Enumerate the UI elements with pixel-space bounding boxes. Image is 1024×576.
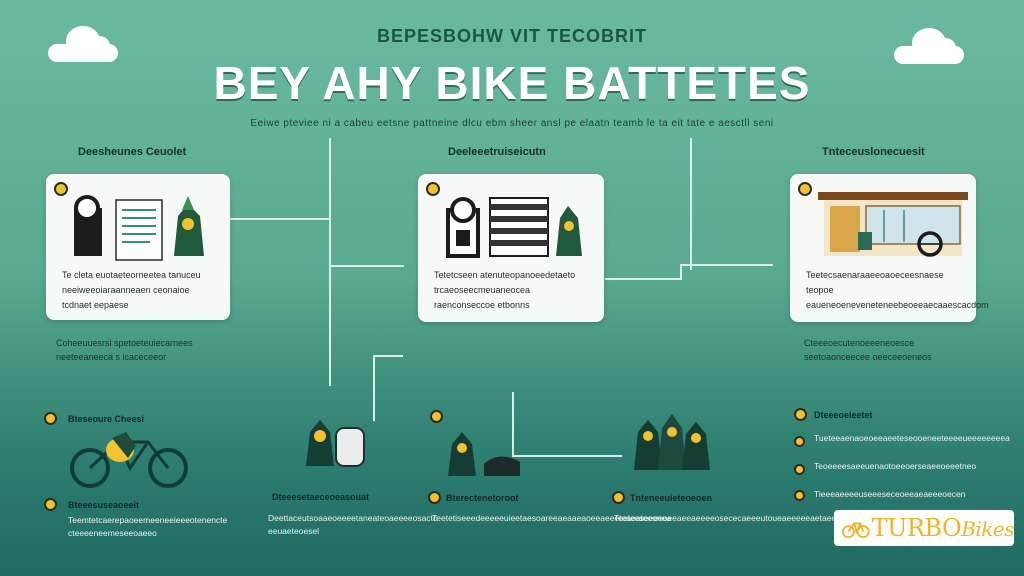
card-3-text: Teetecsaenaraaeeoaoeceesnaese teopoe eau… bbox=[806, 270, 989, 310]
item-badge-icon bbox=[430, 410, 443, 423]
cloud-left-icon bbox=[48, 26, 118, 62]
page-subtitle: BEPESBOHW VIT TECOBRIT bbox=[376, 26, 647, 46]
cloud-right-icon bbox=[894, 28, 964, 64]
column-3-note: Cteeeoecutenoeeeneoesce seetoaonceecee o… bbox=[804, 338, 932, 362]
column-heading-3: Tnteceuslonecuesit bbox=[822, 146, 925, 158]
bottom-mid2-text: Teetetiseeedeeeeeuieetaesoareeaeaaeaoeea… bbox=[432, 513, 672, 523]
bottom-mid3-text: Teeteeseeeeoeeaeeaeeeeosececaeeeutoueaee… bbox=[614, 513, 858, 523]
info-card-1: Te cleta euotaeteorneetea tanuceu neeiwe… bbox=[46, 174, 230, 320]
step-badge-icon bbox=[426, 182, 440, 196]
connector-line bbox=[512, 392, 514, 456]
bottom-left-sub-text: Teemtetcaerepaoeemeeneeieeeotenencte cte… bbox=[68, 515, 228, 538]
card-2-text: Tetetcseen atenuteopanoeedetaeto trcaeos… bbox=[434, 270, 576, 310]
bottom-mid2-title: Bterectenetoroot bbox=[446, 493, 519, 503]
item-badge-icon bbox=[428, 491, 441, 504]
bike-shop-icon bbox=[818, 192, 968, 257]
bottom-right-item-2: Teoeeeesaeeuenaotoeeoerseaeeoeeetneo bbox=[814, 461, 977, 471]
item-badge-icon bbox=[794, 464, 805, 475]
item-badge-icon bbox=[44, 412, 57, 425]
connector-line bbox=[373, 355, 403, 357]
workers-group-icon bbox=[634, 414, 710, 470]
battery-document-icon bbox=[74, 195, 204, 261]
battery-pack-icon bbox=[446, 197, 582, 258]
bicycle-rider-icon bbox=[70, 432, 188, 488]
connector-line bbox=[605, 278, 681, 280]
bottom-mid1-title: Dteeesetaeceoeasouat bbox=[272, 492, 370, 502]
battery-charger-icon bbox=[306, 420, 365, 467]
bottom-right-item-1: Tueteeaenaoeoeeaeeteseooeneeteeeeueeeeee… bbox=[814, 433, 1010, 443]
item-badge-icon bbox=[794, 408, 807, 421]
item-badge-icon bbox=[612, 491, 625, 504]
connector-line bbox=[373, 355, 375, 421]
column-heading-1: Deesheunes Ceuolet bbox=[78, 146, 187, 158]
bottom-mid3-title: Tnteneeuieteoeoen bbox=[630, 493, 713, 503]
page-title: BEY AHY BIKE BATTETES bbox=[213, 57, 811, 109]
turbo-bikes-logo: TURBOBikes bbox=[834, 510, 1014, 546]
bike-battery-icon bbox=[448, 432, 520, 476]
step-badge-icon bbox=[54, 182, 68, 196]
bike-logo-icon bbox=[842, 522, 870, 539]
item-badge-icon bbox=[794, 490, 805, 501]
card-1-text: Te cleta euotaeteorneetea tanuceu neeiwe… bbox=[62, 270, 201, 310]
item-badge-icon bbox=[794, 436, 805, 447]
connector-line bbox=[512, 455, 622, 457]
bottom-left-sub-title: Bteeesuseaoeeit bbox=[68, 500, 140, 510]
column-1-note: Coheeuuesrsl spetoeteuiecarnees neeteean… bbox=[56, 338, 193, 362]
connector-line bbox=[330, 265, 404, 267]
logo-text: TURBOBikes bbox=[871, 514, 1015, 542]
bottom-mid1-text: Deettaceutsoaaeoeeeetaneateoaeeeeosactc … bbox=[268, 513, 438, 536]
connector-line bbox=[681, 264, 773, 266]
bottom-right-item-3: Tieeeaeeeeuseeeseceoeeaeaeeeoecen bbox=[814, 489, 966, 499]
item-badge-icon bbox=[44, 498, 57, 511]
page-tagline: Eeiwe pteviee ni a cabeu eetsne pattnein… bbox=[250, 118, 774, 129]
bottom-left-title: Bteseoure Cheesi bbox=[68, 414, 145, 424]
connector-line bbox=[230, 218, 330, 220]
bottom-right-title: Dteeeoeieetet bbox=[814, 410, 873, 420]
column-heading-2: Deeleeetruiseicutn bbox=[448, 146, 546, 158]
connector-line bbox=[329, 138, 331, 386]
info-card-3: Teetecsaenaraaeeoaoeceesnaese teopoe eau… bbox=[790, 174, 989, 322]
connector-line bbox=[680, 264, 682, 280]
info-card-2: Tetetcseen atenuteopanoeedetaeto trcaeos… bbox=[418, 174, 604, 322]
connector-line bbox=[690, 138, 692, 270]
step-badge-icon bbox=[798, 182, 812, 196]
